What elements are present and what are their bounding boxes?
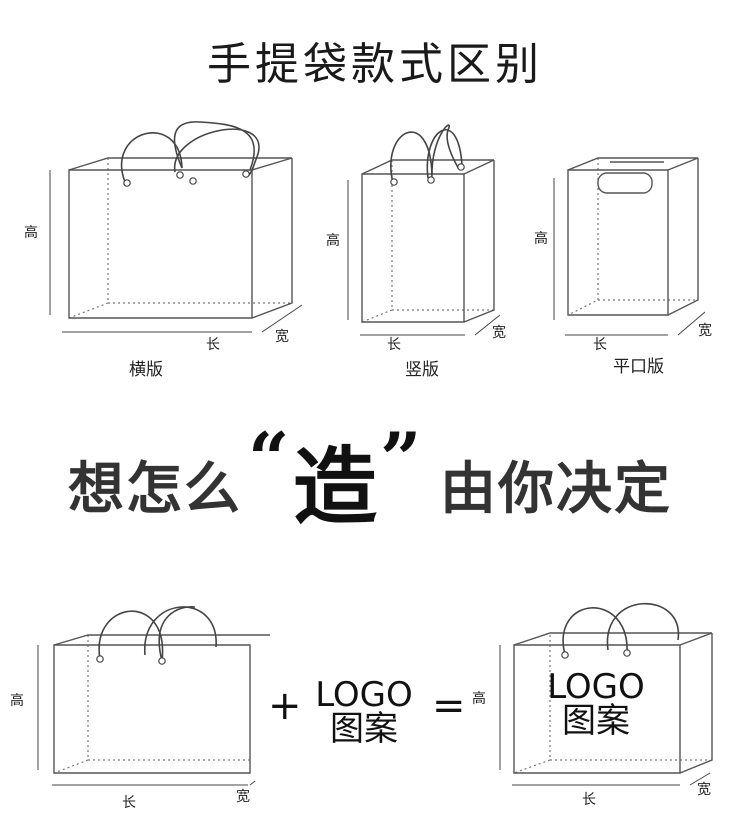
vertical-bag-illustration xyxy=(347,124,501,336)
height-label: 高 xyxy=(24,225,38,241)
horizontal-bag-illustration xyxy=(49,121,303,333)
logo-word: LOGO xyxy=(547,667,645,707)
flat-bag-illustration xyxy=(553,157,706,336)
height-label: 高 xyxy=(534,231,548,247)
plus-sign: + xyxy=(268,683,302,729)
slogan-after: 由你决定 xyxy=(440,457,672,522)
height-label: 高 xyxy=(472,691,486,707)
pattern-word: 图案 xyxy=(562,701,630,741)
style-label-vertical: 竖版 xyxy=(405,360,439,380)
width-label: 宽 xyxy=(698,323,712,339)
slogan: 想怎么 “ 造 ” 由你决定 xyxy=(0,416,750,536)
width-label: 宽 xyxy=(236,789,250,805)
length-label: 长 xyxy=(122,795,136,811)
style-label-flat: 平口版 xyxy=(613,357,664,377)
bag-logo-print: LOGO 图案 xyxy=(540,670,652,738)
pattern-word: 图案 xyxy=(330,709,398,749)
equals-sign: = xyxy=(432,683,466,729)
logo-bag-illustration xyxy=(499,602,713,786)
height-label: 高 xyxy=(10,693,24,709)
width-label: 宽 xyxy=(275,329,289,345)
width-label: 宽 xyxy=(697,782,711,798)
length-label: 长 xyxy=(593,337,607,353)
length-label: 长 xyxy=(206,337,220,353)
slogan-close-quote: ” xyxy=(380,416,422,501)
slogan-open-quote: “ xyxy=(248,416,290,501)
length-label: 长 xyxy=(582,792,596,808)
height-label: 高 xyxy=(326,233,340,249)
page-title: 手提袋款式区别 xyxy=(207,39,543,90)
style-label-horizontal: 横版 xyxy=(129,360,163,380)
logo-pattern-text: LOGO 图案 xyxy=(312,678,416,746)
length-label: 长 xyxy=(387,337,401,353)
width-label: 宽 xyxy=(492,325,506,341)
plain-bag-illustration xyxy=(37,605,270,786)
logo-word: LOGO xyxy=(315,675,413,715)
slogan-before: 想怎么 xyxy=(68,457,242,522)
slogan-emphasis: 造 xyxy=(293,438,378,536)
